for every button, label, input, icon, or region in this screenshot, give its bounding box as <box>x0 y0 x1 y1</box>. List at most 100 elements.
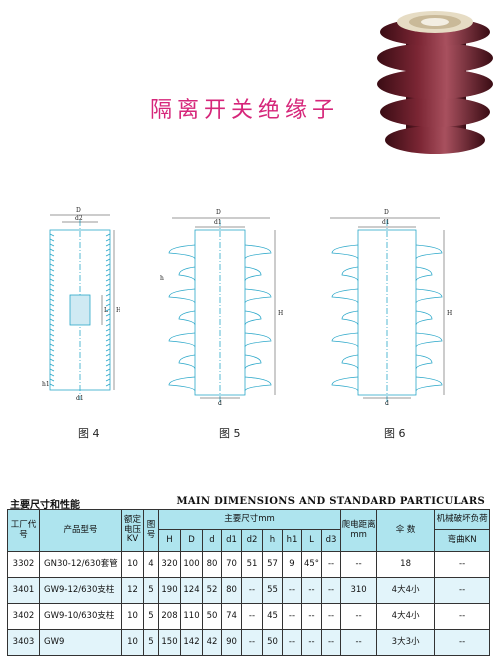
cell-load: -- <box>434 603 491 630</box>
col-creepage: 爬电距离mm <box>340 509 378 552</box>
cell-load: -- <box>434 551 491 578</box>
fig5-h-label: h <box>160 275 164 282</box>
col-dim-h: h <box>262 529 283 552</box>
col-mech-load: 机械破坏负荷 <box>434 509 491 530</box>
cell-dim: 9 <box>282 551 302 578</box>
cell-dim: -- <box>320 577 342 604</box>
col-voltage: 额定电压KV <box>121 509 144 552</box>
fig6-H-label: H <box>447 310 452 317</box>
cell-load: -- <box>434 577 491 604</box>
cell-sheds: 3大3小 <box>376 629 436 656</box>
cell-code: 3302 <box>7 551 40 578</box>
cell-dim: -- <box>241 577 263 604</box>
cell-figure: 5 <box>143 603 159 630</box>
dim-H-label: H <box>116 307 120 314</box>
cell-model: GW9-12/630支柱 <box>39 577 122 604</box>
col-sheds: 伞 数 <box>376 509 436 552</box>
cell-dim: 320 <box>158 551 181 578</box>
cell-dim: -- <box>320 629 342 656</box>
cell-dim: -- <box>320 603 342 630</box>
dim-d2-label: d2 <box>75 215 83 222</box>
cell-dim: 51 <box>241 551 263 578</box>
cell-figure: 5 <box>143 577 159 604</box>
col-dim-D: D <box>180 529 203 552</box>
dim-h1-label: h1 <box>42 381 50 388</box>
cell-dim: -- <box>320 551 342 578</box>
col-dim-H: H <box>158 529 181 552</box>
fig5-d-label: d <box>218 400 222 407</box>
page-title: 隔离开关绝缘子 <box>150 98 340 123</box>
dim-L-label: L <box>104 307 108 314</box>
col-factory-code: 工厂代号 <box>7 509 40 552</box>
cell-voltage: 10 <box>121 629 144 656</box>
cell-sheds: 4大4小 <box>376 603 436 630</box>
cell-dim: -- <box>241 629 263 656</box>
cell-load: -- <box>434 629 491 656</box>
cell-dim: 55 <box>262 577 283 604</box>
cell-dim: 90 <box>221 629 242 656</box>
cell-dim: -- <box>282 577 302 604</box>
cell-figure: 4 <box>143 551 159 578</box>
cell-dim: 208 <box>158 603 181 630</box>
cell-dim: -- <box>282 603 302 630</box>
figure-5-drawing: D d1 H h d <box>150 200 290 410</box>
dim-d1-label: d1 <box>76 395 84 402</box>
col-dim-L: L <box>301 529 322 552</box>
cell-model: GW9-10/630支柱 <box>39 603 122 630</box>
cell-dim: 150 <box>158 629 181 656</box>
fig6-d-label: d <box>385 400 389 407</box>
col-dim-d1: d1 <box>221 529 242 552</box>
dim-D-label: D <box>76 207 81 214</box>
cell-dim: 57 <box>262 551 283 578</box>
cell-creepage: 310 <box>340 577 378 604</box>
figure-4-label: 图 4 <box>78 427 100 440</box>
fig5-H-label: H <box>278 310 283 317</box>
col-dim-d: d <box>202 529 222 552</box>
col-bending: 弯曲KN <box>434 529 491 552</box>
cell-creepage: -- <box>340 603 378 630</box>
cell-dim: -- <box>241 603 263 630</box>
cell-dim: -- <box>301 577 322 604</box>
cell-model: GN30-12/630套管 <box>39 551 122 578</box>
cell-dim: 80 <box>202 551 222 578</box>
cell-dim: 124 <box>180 577 203 604</box>
cell-voltage: 10 <box>121 603 144 630</box>
fig6-D-label: D <box>384 209 389 216</box>
insulator-photo <box>372 0 497 160</box>
cell-creepage: -- <box>340 551 378 578</box>
cell-dim: -- <box>301 629 322 656</box>
cell-sheds: 4大4小 <box>376 577 436 604</box>
cell-dim: 45 <box>262 603 283 630</box>
section-title-en: MAIN DIMENSIONS AND STANDARD PARTICULARS <box>176 496 485 507</box>
cell-dim: 142 <box>180 629 203 656</box>
cell-figure: 5 <box>143 629 159 656</box>
cell-voltage: 12 <box>121 577 144 604</box>
fig5-d1-label: d1 <box>214 219 222 226</box>
cell-dim: 74 <box>221 603 242 630</box>
cell-dim: 52 <box>202 577 222 604</box>
cell-dim: 45° <box>301 551 322 578</box>
section-title-cn: 主要尺寸和性能 <box>10 500 80 511</box>
cell-dim: 110 <box>180 603 203 630</box>
cell-dim: 100 <box>180 551 203 578</box>
cell-dim: 70 <box>221 551 242 578</box>
cell-code: 3401 <box>7 577 40 604</box>
col-dim-h1: h1 <box>282 529 302 552</box>
specs-table: 工厂代号 产品型号 额定电压KV 图号 主要尺寸mm 爬电距离mm 伞 数 机械… <box>7 509 491 656</box>
cell-dim: 190 <box>158 577 181 604</box>
cell-dim: 80 <box>221 577 242 604</box>
col-dim-d3: d3 <box>320 529 342 552</box>
col-dim-d2: d2 <box>241 529 263 552</box>
figure-5-label: 图 5 <box>219 427 241 440</box>
figure-6-drawing: D d1 H d <box>318 200 458 410</box>
col-model: 产品型号 <box>39 509 122 552</box>
figure-6-label: 图 6 <box>384 427 406 440</box>
fig5-D-label: D <box>216 209 221 216</box>
fig6-d1-label: d1 <box>382 219 390 226</box>
cell-code: 3403 <box>7 629 40 656</box>
